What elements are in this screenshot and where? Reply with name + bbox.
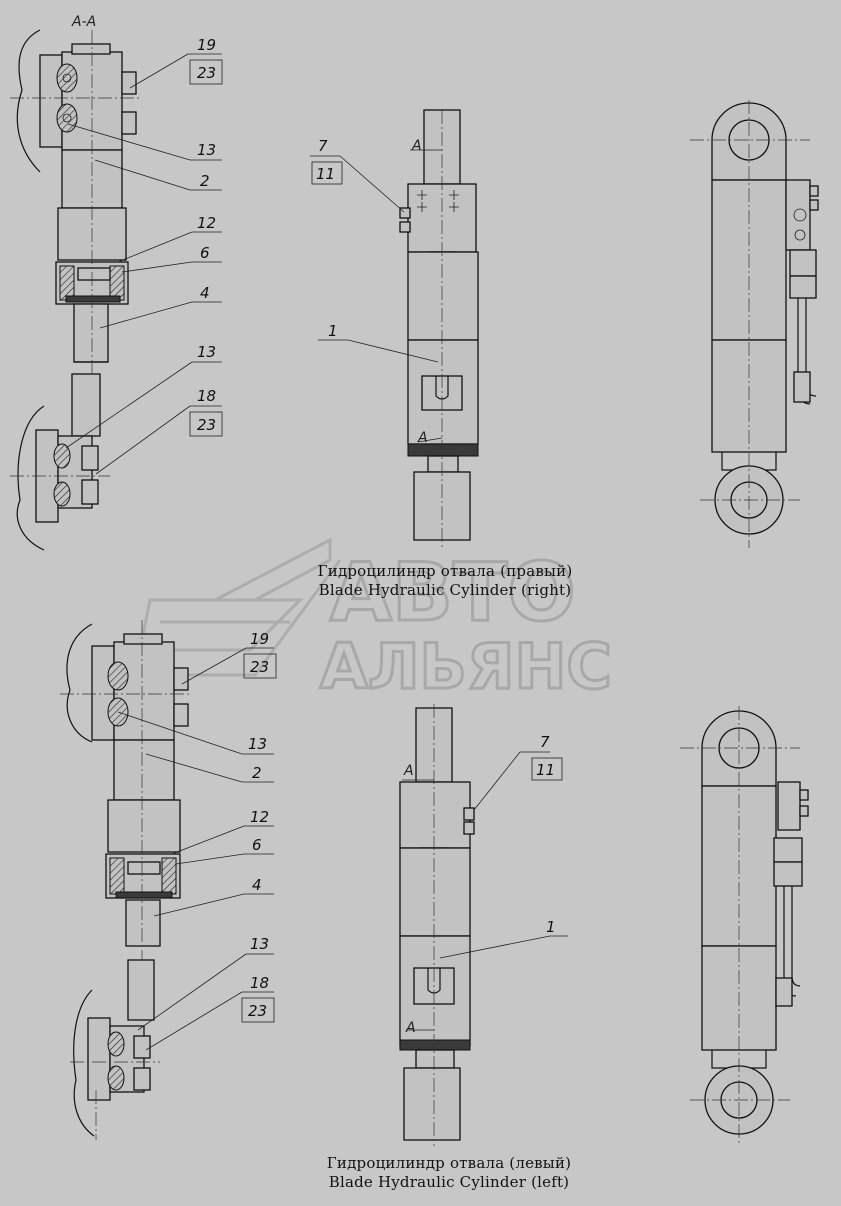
- callout-7-left: 7: [540, 733, 550, 751]
- callout-1-left: 1: [546, 918, 556, 936]
- callout-13-top: 13: [197, 141, 216, 159]
- callout-6-bottom: 6: [252, 836, 262, 854]
- caption-right: Гидроцилиндр отвала (правый) Blade Hydra…: [280, 562, 610, 600]
- cylinder-right-side-view: [690, 100, 819, 548]
- callout-4-top: 4: [200, 284, 210, 302]
- callout-19-top: 19: [197, 36, 216, 54]
- callout-18-top: 18: [197, 387, 216, 405]
- callout-23-bottom: 23: [250, 658, 269, 676]
- callout-19-bottom: 19: [250, 630, 269, 648]
- caption-left: Гидроцилиндр отвала (левый) Blade Hydrau…: [284, 1154, 614, 1192]
- section-view-left: [60, 620, 190, 1140]
- callouts-bottom-left: 19 23 13 2 12 6 4 13 18 23: [117, 630, 277, 1051]
- cylinder-left-side-view: [680, 706, 809, 1146]
- watermark-line1: АВТО: [330, 546, 575, 639]
- callout-23-top: 23: [197, 64, 216, 82]
- caption-left-ru: Гидроцилиндр отвала (левый): [326, 1154, 572, 1172]
- cylinder-left-front-view: А А: [399, 704, 475, 1146]
- callout-2-bottom: 2: [252, 764, 262, 782]
- callout-2-top: 2: [200, 172, 210, 190]
- callout-6-top: 6: [200, 244, 210, 262]
- caption-right-ru: Гидроцилиндр отвала (правый): [317, 562, 573, 580]
- callout-12-top: 12: [197, 214, 216, 232]
- callout-18-bottom: 18: [250, 974, 269, 992]
- callout-1-right: 1: [328, 322, 338, 340]
- section-marker-right-bottom: А: [417, 430, 428, 446]
- callout-23-lower-top: 23: [197, 416, 216, 434]
- callouts-top-left: 19 23 13 2 12 6 4 13 18 23: [65, 36, 223, 475]
- section-label-top: А-А: [71, 14, 96, 30]
- caption-left-en: Blade Hydraulic Cylinder (left): [328, 1173, 570, 1191]
- caption-right-en: Blade Hydraulic Cylinder (right): [318, 581, 572, 599]
- watermark-logo: АВТО АЛЬЯНС: [138, 537, 613, 705]
- section-marker-left-top: А: [403, 763, 414, 779]
- cylinder-right-front-view: А А: [399, 109, 479, 548]
- callout-4-bottom: 4: [252, 876, 262, 894]
- callout-12-bottom: 12: [250, 808, 269, 826]
- callout-11-right: 11: [316, 165, 335, 183]
- watermark-line2: АЛЬЯНС: [320, 630, 612, 703]
- section-view-right: А-А: [10, 14, 140, 551]
- callout-7-right: 7: [318, 137, 328, 155]
- section-marker-right-top: А: [411, 138, 422, 154]
- callouts-top-center: 7 11 1: [310, 137, 439, 363]
- callout-23-lower-bottom: 23: [248, 1002, 267, 1020]
- callout-13-lower-top: 13: [197, 343, 216, 361]
- callout-11-left: 11: [536, 761, 555, 779]
- callout-13-bottom: 13: [248, 735, 267, 753]
- callout-13-lower-bottom: 13: [250, 935, 269, 953]
- callouts-bottom-center: 7 11 1: [439, 733, 568, 959]
- section-marker-left-bottom: А: [405, 1020, 416, 1036]
